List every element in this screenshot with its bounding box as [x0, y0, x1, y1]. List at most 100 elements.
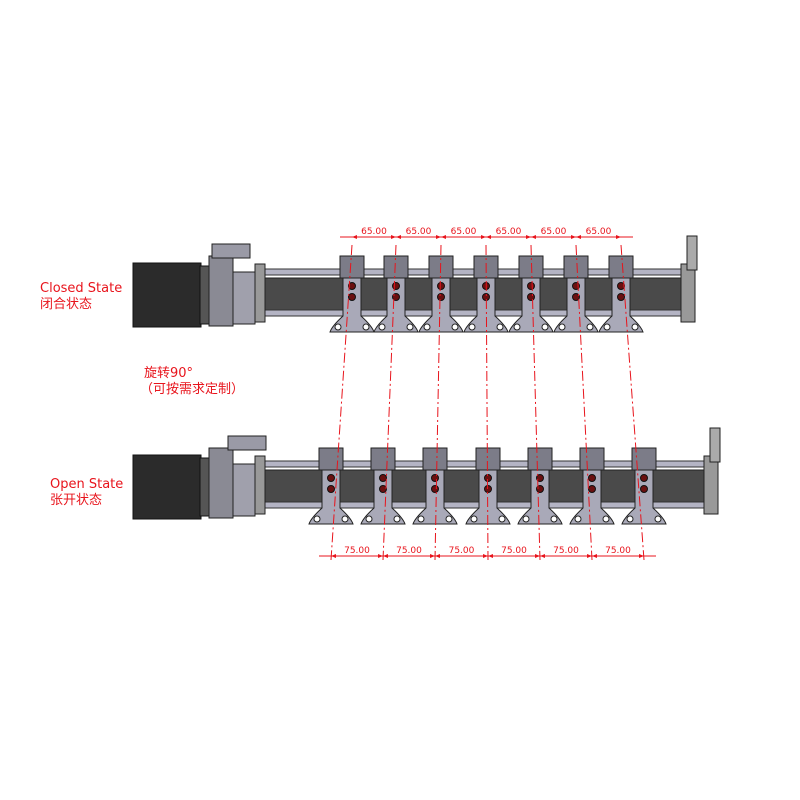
bracket-clamp — [370, 447, 396, 471]
bracket-plate — [569, 469, 615, 525]
end-handle — [686, 235, 698, 271]
bracket-bolt — [588, 474, 596, 482]
open-state-label: Open State 张开状态 — [50, 477, 123, 509]
bracket-bolt — [484, 474, 492, 482]
closed-dimension-arrow — [531, 235, 576, 239]
bracket-bolt — [348, 282, 356, 290]
closed-dimension-label: 65.00 — [361, 227, 387, 237]
bracket-clamp — [527, 447, 553, 471]
bracket-bolt — [379, 485, 387, 493]
bracket-clamp — [383, 255, 409, 279]
bracket-bolt — [379, 474, 387, 482]
coupling-block — [232, 271, 256, 325]
bracket-bolt — [536, 474, 544, 482]
coupling-housing — [208, 255, 234, 327]
bracket-bolt — [572, 293, 580, 301]
mount-hole — [362, 323, 370, 331]
open-dimension-label: 75.00 — [605, 546, 631, 556]
mount-hole — [586, 323, 594, 331]
bracket-bolt — [348, 293, 356, 301]
coupling-housing — [208, 447, 234, 519]
mount-hole — [496, 323, 504, 331]
gripper-bracket — [329, 255, 375, 333]
bracket-plate — [598, 277, 644, 333]
bracket-plate — [412, 469, 458, 525]
mount-hole — [423, 323, 431, 331]
bracket-bolt — [617, 282, 625, 290]
mount-hole — [603, 323, 611, 331]
main-tube — [254, 277, 682, 311]
bracket-bolt — [640, 485, 648, 493]
open-state-label-cn: 张开状态 — [50, 493, 103, 508]
open-dimension-label: 75.00 — [449, 546, 475, 556]
coupling-block — [232, 463, 256, 517]
bracket-bolt — [588, 485, 596, 493]
rotation-note: 旋转90° （可按需求定制） — [140, 366, 244, 398]
mount-hole — [365, 515, 373, 523]
bracket-bolt — [431, 474, 439, 482]
gripper-bracket — [598, 255, 644, 333]
mount-hole — [558, 323, 566, 331]
mount-hole — [541, 323, 549, 331]
bracket-clamp — [422, 447, 448, 471]
gripper-bracket — [360, 447, 406, 525]
mount-hole — [451, 323, 459, 331]
bracket-bolt — [437, 293, 445, 301]
bracket-plate — [508, 277, 554, 333]
mount-hole — [334, 323, 342, 331]
gripper-bracket — [412, 447, 458, 525]
motor — [132, 262, 202, 328]
rotation-note-line1: 旋转90° — [144, 366, 194, 381]
open-state-label-en: Open State — [50, 477, 124, 492]
closed-dimension-label: 65.00 — [406, 227, 432, 237]
mount-hole — [341, 515, 349, 523]
centerline — [485, 244, 489, 561]
mount-hole — [313, 515, 321, 523]
mount-hole — [470, 515, 478, 523]
closed-state-label-cn: 闭合状态 — [40, 297, 93, 312]
end-plate-left — [254, 455, 266, 515]
bracket-bolt — [640, 474, 648, 482]
motor — [132, 454, 202, 520]
bracket-clamp — [318, 447, 344, 471]
closed-dimension-label: 65.00 — [586, 227, 612, 237]
mount-hole — [445, 515, 453, 523]
motor-flange — [199, 457, 210, 517]
mount-hole — [550, 515, 558, 523]
rotation-note-line2: （可按需求定制） — [140, 382, 245, 397]
end-handle — [709, 427, 721, 463]
mount-hole — [406, 323, 414, 331]
bracket-plate — [418, 277, 464, 333]
open-dimension-label: 75.00 — [396, 546, 422, 556]
gripper-bracket — [517, 447, 563, 525]
mount-hole — [498, 515, 506, 523]
end-plate-left — [254, 263, 266, 323]
mount-hole — [654, 515, 662, 523]
end-plate-right — [703, 455, 719, 515]
bracket-plate — [373, 277, 419, 333]
mount-hole — [626, 515, 634, 523]
centerline — [575, 244, 593, 561]
centerline — [382, 244, 397, 561]
centerline — [330, 244, 353, 561]
bracket-clamp — [579, 447, 605, 471]
closed-dimension-arrow — [486, 235, 531, 239]
closed-dimension-arrow — [396, 235, 441, 239]
closed-dimension-label: 65.00 — [496, 227, 522, 237]
bracket-plate — [360, 469, 406, 525]
bracket-plate — [517, 469, 563, 525]
closed-dimension-arrow — [352, 235, 396, 239]
closed-state-label: Closed State 闭合状态 — [40, 281, 122, 313]
bracket-bolt — [617, 293, 625, 301]
closed-dimension-label: 65.00 — [451, 227, 477, 237]
closed-dimension-arrow — [576, 235, 621, 239]
bracket-bolt — [527, 282, 535, 290]
open-assembly — [132, 427, 721, 525]
mount-hole — [522, 515, 530, 523]
mount-hole — [513, 323, 521, 331]
closed-dimension-label: 65.00 — [541, 227, 567, 237]
gripper-bracket — [621, 447, 667, 525]
bracket-bolt — [327, 485, 335, 493]
motor-flange — [199, 265, 210, 325]
